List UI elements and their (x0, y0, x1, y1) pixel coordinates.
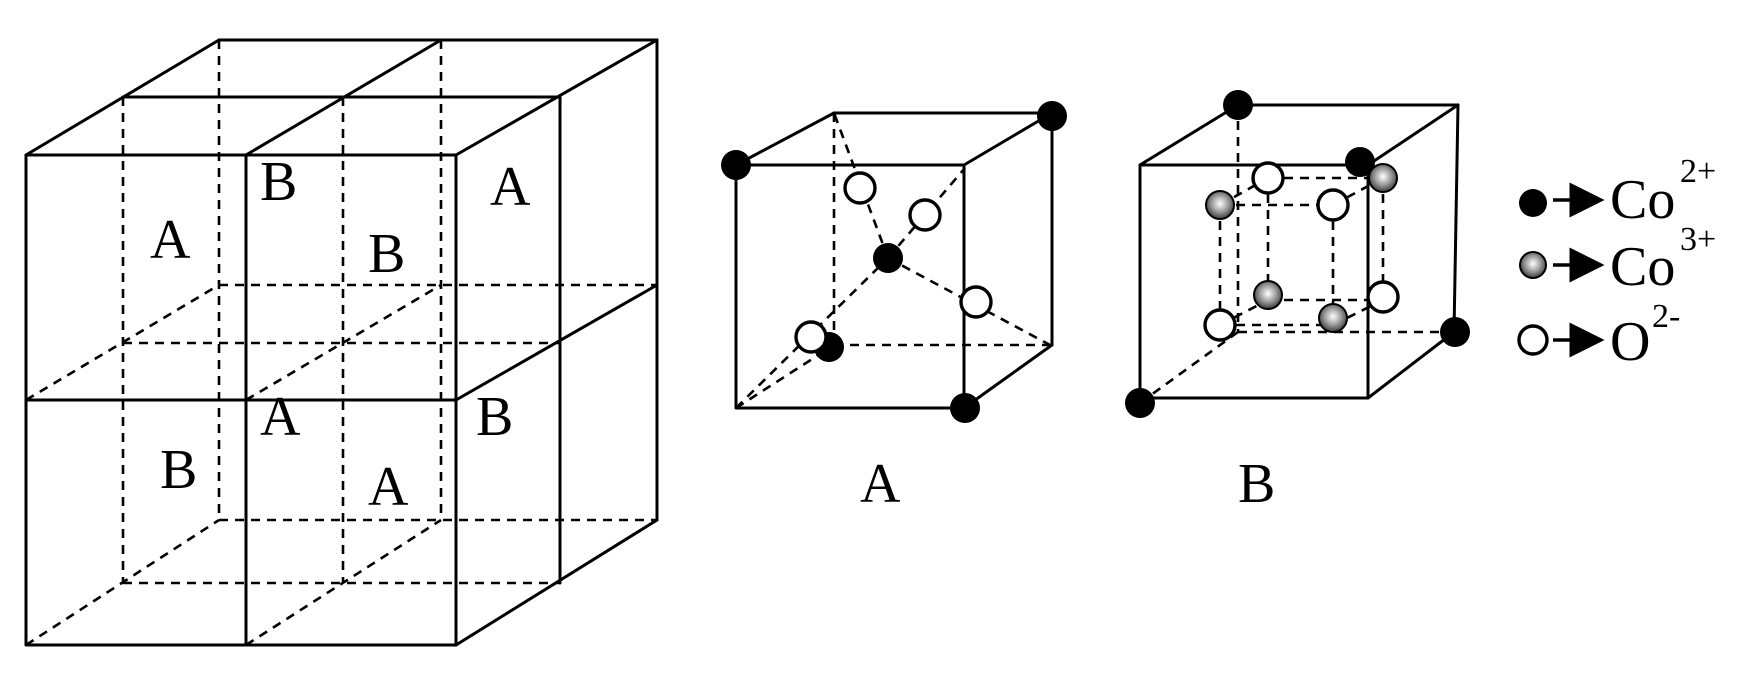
cube-b-co3-atom (1318, 303, 1348, 333)
big-cube-label-bottom-front-left: B (160, 439, 197, 501)
big-cube-label-top-back-middle: B (368, 223, 405, 285)
legend-co3-charge: 3+ (1680, 221, 1716, 258)
big-cube-label-top-front-left: A (150, 209, 191, 271)
cube-b-atoms (1125, 90, 1470, 418)
cube-b-co2-atom (1223, 90, 1253, 120)
cube-b-co2-atom (1345, 147, 1375, 177)
cube-b-o2-atom (1316, 188, 1350, 222)
cube-a-o2-atom (794, 320, 828, 354)
cube-b-co2-atom (1440, 317, 1470, 347)
big-cube-label-top-front-right: A (490, 156, 531, 218)
cube-a-co2-atom (950, 393, 980, 423)
cube-a-atoms (721, 101, 1067, 423)
cube-a-co2-atom (721, 150, 751, 180)
cube-b-o2-atom (1251, 161, 1285, 195)
legend-o2-swatch (1517, 324, 1549, 356)
legend-co3-swatch (1519, 251, 1547, 279)
cube-a: A (721, 101, 1067, 515)
cube-b-o2-atom (1203, 308, 1237, 342)
cube-a-visible-edges (734, 111, 1054, 410)
big-cube: A B B A B A A B (24, 38, 659, 647)
big-cube-label-top-front-middle: B (260, 151, 297, 213)
cube-b-hidden-edges (1139, 105, 1454, 405)
legend-co2-charge: 2+ (1680, 153, 1716, 190)
legend-co2-base: Co (1610, 169, 1675, 231)
cube-b-co3-atom (1368, 163, 1398, 193)
cube-a-o2-atom (843, 171, 877, 205)
cube-b-co2-atom (1125, 388, 1155, 418)
cube-b-co3-atom (1253, 280, 1283, 310)
cube-a-o2-atom (959, 285, 993, 319)
legend-o2-base: O (1610, 311, 1650, 373)
cube-a-o2-atom (908, 198, 942, 232)
cube-b-caption: B (1238, 453, 1275, 515)
cube-a-co2-atom (873, 243, 903, 273)
cube-b-co3-atom (1205, 190, 1235, 220)
cube-a-co2-atom (1037, 101, 1067, 131)
cube-b: B (1125, 90, 1470, 515)
big-cube-label-bottom-front-right: B (476, 386, 513, 448)
big-cube-hidden-edges (25, 40, 657, 647)
legend-item-o2: O 2- (1517, 298, 1680, 373)
cube-b-o2-atom (1366, 280, 1400, 314)
legend-o2-charge: 2- (1652, 298, 1680, 335)
legend-item-co3: Co 3+ (1519, 221, 1716, 298)
legend-co3-base: Co (1610, 236, 1675, 298)
big-cube-label-bottom-front-middle: A (260, 386, 301, 448)
legend: Co 2+ Co 3+ O 2- (1517, 153, 1716, 373)
cube-a-caption: A (860, 453, 901, 515)
big-cube-visible-edges (24, 38, 659, 647)
big-cube-label-bottom-back-middle: A (368, 456, 409, 518)
cube-b-visible-edges (1138, 103, 1460, 400)
legend-co2-swatch (1519, 189, 1547, 217)
legend-item-co2: Co 2+ (1519, 153, 1716, 231)
